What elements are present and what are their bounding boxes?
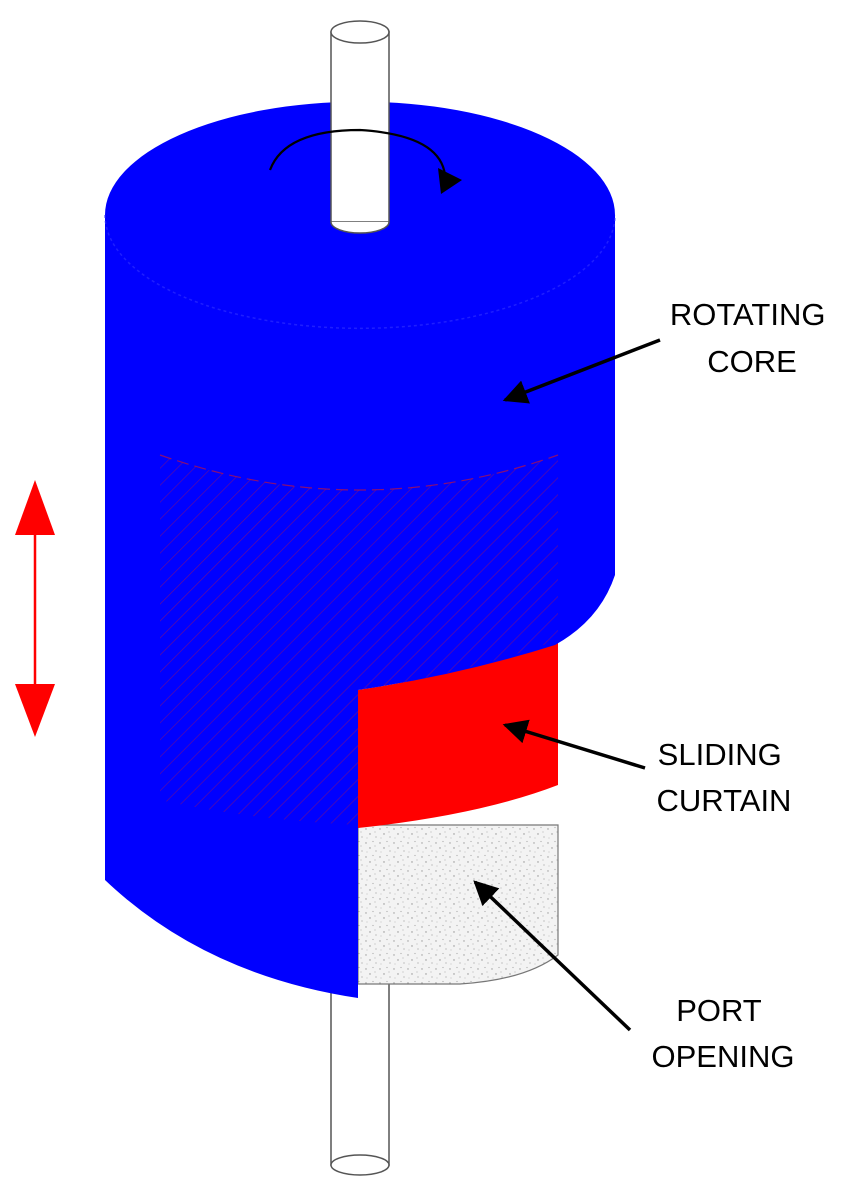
rotating-core-label-line2: CORE [707, 344, 797, 379]
rotating-core-label-line1: ROTATING [670, 297, 826, 332]
upper-shaft [330, 20, 390, 234]
sliding-curtain-label: SLIDING CURTAIN [657, 737, 792, 818]
port-opening-region [357, 824, 559, 985]
sliding-curtain-label-line1: SLIDING [658, 737, 782, 772]
port-opening-label-line1: PORT [676, 993, 762, 1028]
circular-arrow-icon [268, 128, 462, 194]
lower-shaft [330, 974, 390, 1176]
rotating-core-region [104, 101, 616, 998]
sliding-curtain-leader-arrow [502, 719, 646, 770]
port-opening-label-line2: OPENING [652, 1039, 795, 1074]
sliding-curtain-label-line2: CURTAIN [657, 783, 792, 818]
double-headed-vertical-arrow-icon [15, 480, 55, 737]
sliding-curtain-region [358, 640, 558, 828]
rotating-core-leader-arrow [502, 338, 661, 404]
port-opening-label: PORT OPENING [652, 993, 795, 1074]
rotating-core-label: ROTATING CORE [670, 297, 834, 379]
port-opening-leader-arrow [473, 880, 632, 1032]
